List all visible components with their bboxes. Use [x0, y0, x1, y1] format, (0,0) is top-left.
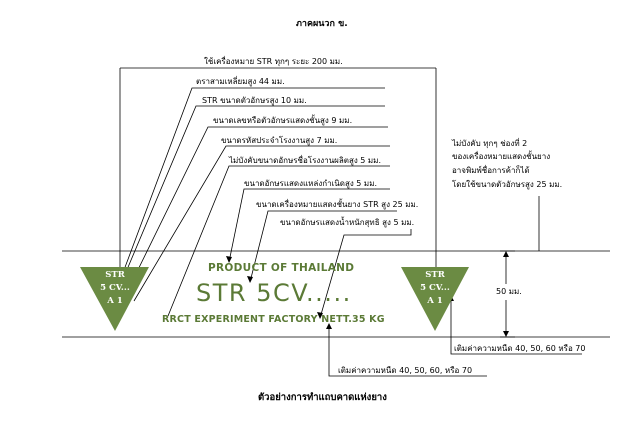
triangle-left-line-1: STR — [105, 270, 125, 280]
triangle-right-line-3: A 1 — [427, 296, 443, 306]
page-heading: ภาคผนวก ข. — [296, 19, 348, 29]
callout-triangle-height: ตราสามเหลี่ยมสูง 44 มม. — [196, 77, 285, 86]
callout-grade-digit-height: ขนาดเลขหรือตัวอักษรแสดงชั้นสูง 9 มม. — [213, 116, 353, 125]
dimension-label: 50 มม. — [496, 287, 522, 296]
arrow-viscosity-bottom — [326, 323, 332, 329]
leader-grade-mark — [249, 210, 397, 283]
callout-str-height: STR ขนาดตัวอักษรสูง 10 มม. — [202, 96, 307, 105]
arrow-net-weight — [317, 312, 323, 319]
band-factory-weight-text: RRCT EXPERIMENT FACTORY NETT.35 KG — [162, 314, 385, 325]
leader-viscosity-bottom — [328, 324, 487, 377]
side-note-line-4: โดยใช้ขนาดตัวอักษรสูง 25 มม. — [452, 180, 563, 189]
leader-grade-digit — [129, 126, 388, 287]
viscosity-note-bottom: เติมค่าความหนืด 40, 50, 60, หรือ 70 — [338, 366, 473, 375]
callout-str-spacing: ใช้เครื่องหมาย STR ทุกๆ ระยะ 200 มม. — [204, 57, 343, 66]
side-note-line-1: ไม่บังคับ ทุกๆ ช่องที่ 2 — [452, 139, 528, 148]
callout-net-weight-height: ขนาดอักษรแสดงน้ำหนักสุทธิ สูง 5 มม. — [280, 218, 415, 227]
side-note-line-3: อาจพิมพ์ชื่อการค้าก็ได้ — [452, 166, 530, 175]
leader-triangle — [123, 87, 385, 271]
figure-caption: ตัวอย่างการทำแถบคาดแห่งยาง — [258, 392, 387, 403]
dim-arrow-top — [503, 251, 509, 257]
triangle-left-line-2: 5 CV... — [100, 283, 130, 293]
dim-arrow-bottom — [503, 331, 509, 337]
band-origin-text: PRODUCT OF THAILAND — [208, 262, 355, 274]
leader-factory-code — [133, 145, 390, 302]
arrow-grade-mark — [247, 276, 253, 283]
leader-str — [125, 105, 385, 273]
leader-origin — [228, 188, 390, 263]
band-grade-text: STR 5CV..... — [196, 279, 352, 307]
triangle-right-line-2: 5 CV... — [420, 283, 450, 293]
leader-viscosity-right — [450, 296, 582, 355]
leader-net-weight — [319, 229, 412, 319]
viscosity-note-right: เติมค่าความหนืด 40, 50, 60 หรือ 70 — [454, 344, 586, 353]
callout-factory-name-height: ไม่บังคับขนาดอักษรชื่อโรงงานผลิตสูง 5 มม… — [229, 156, 381, 165]
triangle-left-line-3: A 1 — [107, 296, 123, 306]
callout-origin-height: ขนาดอักษรแสดงแหล่งกำเนิดสูง 5 มม. — [244, 179, 378, 188]
side-note-line-2: ของเครื่องหมายแสดงชั้นยาง — [452, 152, 551, 161]
triangle-emblem-right — [401, 267, 469, 331]
callout-factory-code-height: ขนาดรหัสประจำโรงงานสูง 7 มม. — [221, 136, 338, 145]
callout-grade-mark-height: ขนาดเครื่องหมายแสดงชั้นยาง STR สูง 25 มม… — [256, 200, 419, 209]
leader-factory-name — [167, 165, 390, 317]
triangle-right-line-1: STR — [425, 270, 445, 280]
arrow-origin — [226, 256, 232, 263]
triangle-emblem-left — [80, 267, 149, 331]
